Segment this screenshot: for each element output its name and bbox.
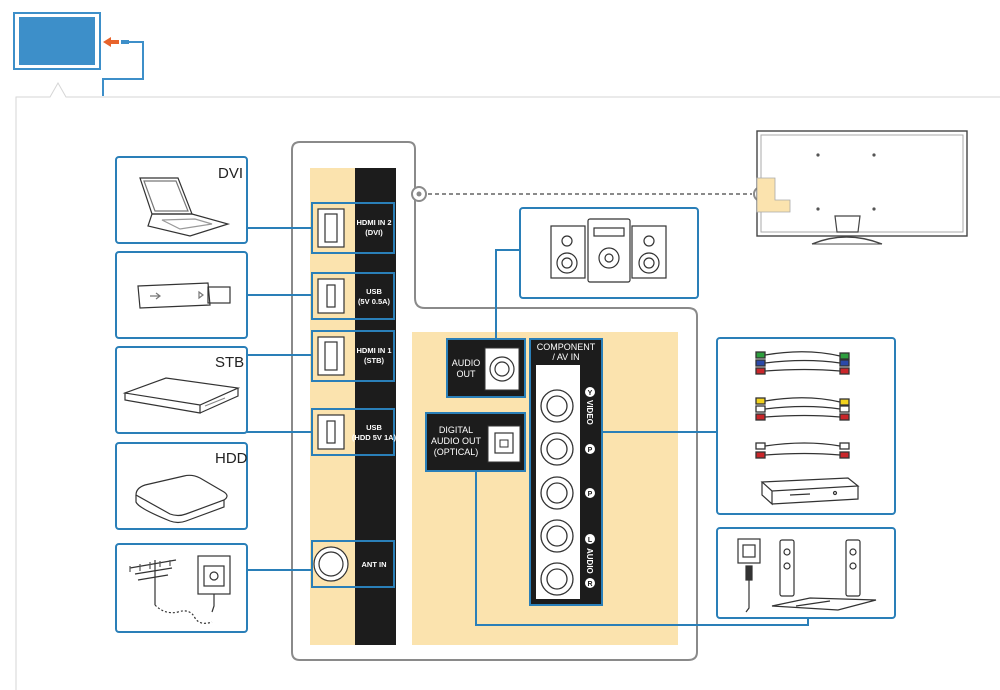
hdmi-in-2-label: HDMI IN 2 [356, 218, 391, 227]
svg-text:P: P [588, 491, 593, 498]
stb-label: STB [215, 354, 244, 371]
content-frame [15, 81, 1000, 690]
optical-plug-icon [737, 538, 761, 613]
optical-label-2: AUDIO OUT [431, 436, 482, 446]
usb-stick-device [115, 251, 248, 339]
audio-cable-icon [755, 442, 850, 459]
optical-label-3: (OPTICAL) [434, 447, 479, 457]
stb-device: STB [115, 346, 248, 434]
stereo-connection-line [495, 249, 520, 352]
usb-port-2-sublabel: (HDD 5V 1A) [352, 433, 397, 442]
component-sublabel: / AV IN [552, 352, 579, 362]
side-port-label-strip [355, 168, 396, 645]
video-label: VIDEO [585, 400, 594, 425]
antenna-icon [129, 559, 213, 624]
component-label: COMPONENT [537, 342, 596, 352]
laptop-icon [139, 177, 231, 237]
jack-markers: Y P P L R [585, 387, 595, 588]
usb-port-1: USB (5V 0.5A) [311, 272, 395, 320]
laptop-device: DVI [115, 156, 248, 244]
composite-cable-icon [755, 397, 850, 421]
hdmi-in-1-label: HDMI IN 1 [356, 346, 391, 355]
dvd-player-icon [760, 477, 860, 506]
tv-position-indicator [411, 186, 769, 202]
optical-label-1: DIGITAL [439, 425, 473, 435]
hdd-label: HDD [215, 450, 248, 467]
hdmi-in-1-sublabel: (STB) [364, 356, 384, 365]
hdmi-in-2-sublabel: (DVI) [365, 228, 383, 237]
antenna-device [115, 543, 248, 633]
audio-out-port: AUDIO OUT [446, 338, 526, 398]
tv-thumbnail-icon[interactable] [13, 12, 144, 96]
hdd-device: HDD [115, 442, 248, 530]
svg-text:L: L [588, 537, 593, 544]
component-cable-icon [755, 351, 850, 375]
svg-text:R: R [587, 581, 592, 588]
optical-out-port: DIGITAL AUDIO OUT (OPTICAL) [425, 412, 526, 472]
audio-label: AUDIO [585, 548, 594, 574]
external-hdd-icon [135, 474, 228, 524]
usb-stick-icon [137, 282, 231, 309]
hdmi-in-1-port: HDMI IN 1 (STB) [311, 330, 395, 382]
speaker-system-icon [771, 539, 877, 611]
usb-port-1-sublabel: (5V 0.5A) [358, 297, 391, 306]
component-av-in-port: COMPONENT / AV IN Y P P L R VIDEO AUDIO [529, 338, 603, 606]
usb-port-1-label: USB [366, 287, 382, 296]
set-top-box-icon [122, 377, 241, 414]
svg-text:Y: Y [588, 390, 593, 397]
stereo-icon [550, 218, 667, 283]
left-connection-lines [247, 227, 312, 571]
rca-jacks [540, 389, 574, 596]
wall-socket-icon [197, 555, 231, 613]
usb-port-2-label: USB [366, 423, 382, 432]
audio-out-sublabel: OUT [457, 369, 477, 379]
usb-port-2: USB (HDD 5V 1A) [311, 408, 397, 456]
tv-back-icon [756, 130, 968, 245]
optical-connection-line [475, 471, 809, 626]
hdmi-in-2-port: HDMI IN 2 (DVI) [311, 202, 395, 254]
stereo-system-device [519, 207, 699, 299]
ant-in-label: ANT IN [362, 560, 387, 569]
ant-in-port: ANT IN [311, 540, 395, 588]
home-theater-device [716, 527, 896, 619]
audio-out-label: AUDIO [452, 358, 481, 368]
laptop-label: DVI [218, 165, 243, 182]
av-cables-device [716, 337, 896, 515]
svg-text:P: P [588, 447, 593, 454]
tv-rear-panel-outline [291, 141, 698, 661]
